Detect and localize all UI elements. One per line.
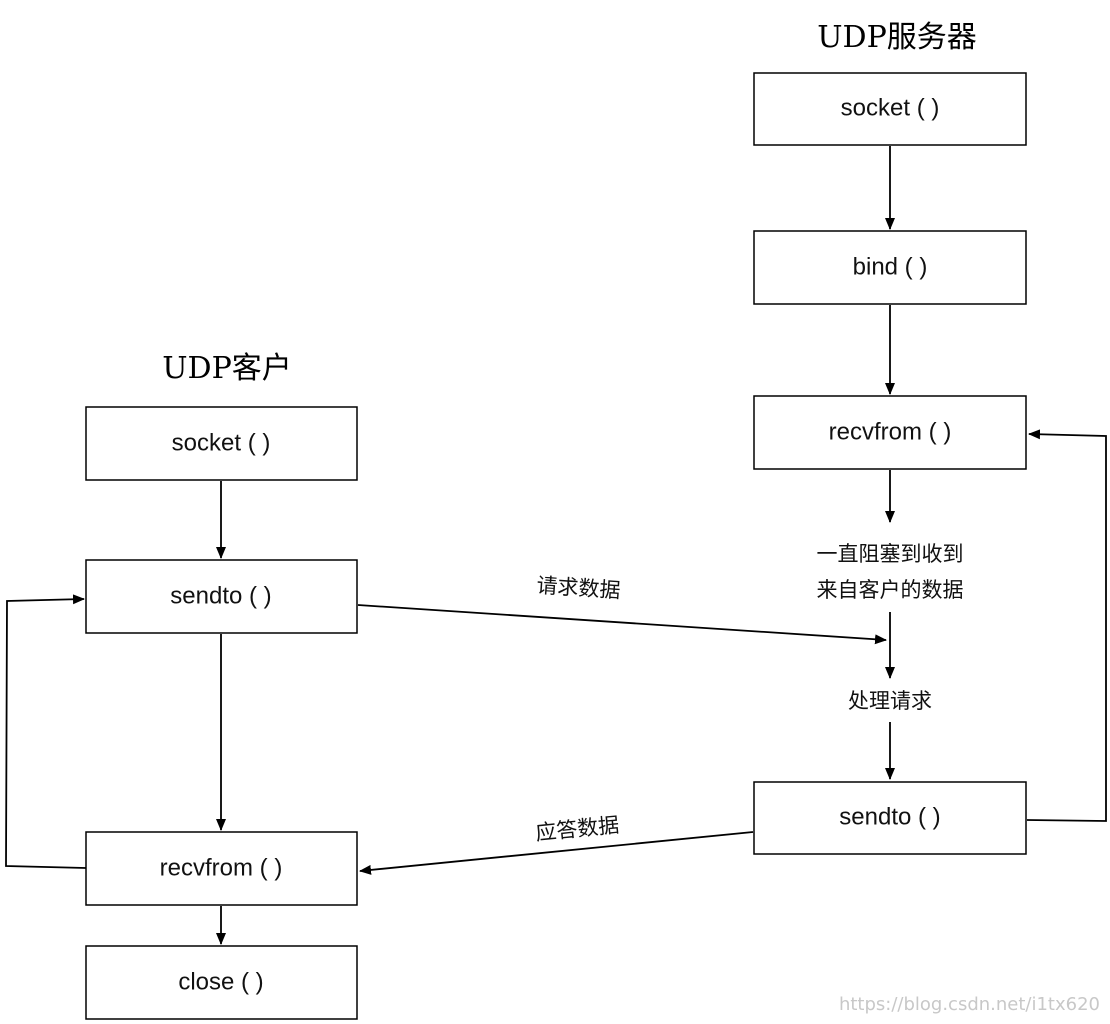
client-recvfrom-box: recvfrom ( ) xyxy=(85,831,358,906)
server-socket-box: socket ( ) xyxy=(753,72,1027,146)
arrow-request-data xyxy=(357,604,887,645)
server-recvfrom-label: recvfrom ( ) xyxy=(829,418,952,445)
server-socket-label: socket ( ) xyxy=(841,94,940,121)
server-block-note-line1: 一直阻塞到收到 xyxy=(817,542,964,566)
arrow-reply-data xyxy=(359,831,754,875)
client-title: UDP客户 xyxy=(162,351,292,386)
client-close-box: close ( ) xyxy=(85,945,358,1020)
server-process-note: 处理请求 xyxy=(848,689,932,713)
request-data-label: 请求数据 xyxy=(536,573,621,603)
client-close-label: close ( ) xyxy=(178,968,263,995)
server-sendto-box: sendto ( ) xyxy=(753,781,1027,855)
arrow-server-loop-back xyxy=(1026,429,1107,822)
server-sendto-label: sendto ( ) xyxy=(839,803,940,830)
watermark: https://blog.csdn.net/i1tx620 xyxy=(839,994,1100,1015)
server-title: UDP服务器 xyxy=(817,20,977,55)
reply-data-label: 应答数据 xyxy=(534,813,620,845)
client-recvfrom-label: recvfrom ( ) xyxy=(160,854,283,881)
server-recvfrom-box: recvfrom ( ) xyxy=(753,395,1027,470)
arrow-client-loop-back xyxy=(5,594,87,869)
client-sendto-box: sendto ( ) xyxy=(85,559,358,634)
client-socket-box: socket ( ) xyxy=(85,406,358,481)
server-bind-label: bind ( ) xyxy=(853,253,928,280)
client-sendto-label: sendto ( ) xyxy=(170,582,271,609)
server-block-note-line2: 来自客户的数据 xyxy=(817,578,964,602)
server-bind-box: bind ( ) xyxy=(753,230,1027,305)
client-socket-label: socket ( ) xyxy=(172,429,271,456)
